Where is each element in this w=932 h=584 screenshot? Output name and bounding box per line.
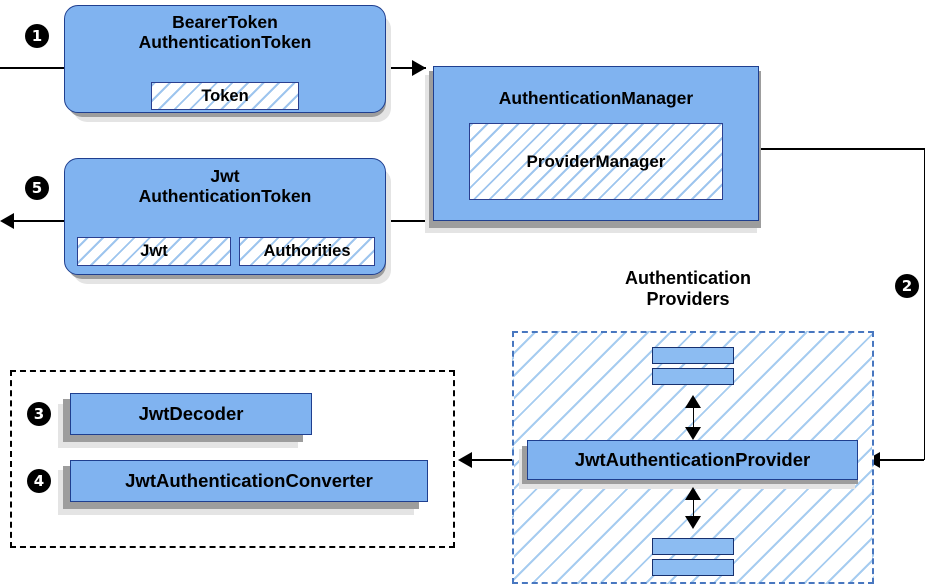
jwt-authentication-provider-label: JwtAuthenticationProvider: [574, 449, 811, 470]
node-authentication-manager[interactable]: AuthenticationManager ProviderManager: [433, 66, 759, 221]
jwt-token-inner-jwt: Jwt: [77, 237, 231, 266]
jwt-authentication-converter-label: JwtAuthenticationConverter: [125, 470, 373, 491]
connector-right-vertical: [923, 148, 926, 460]
connector-incoming-request: [0, 67, 76, 69]
bearer-token-inner-token: Token: [151, 82, 299, 110]
node-jwt-authentication-token[interactable]: Jwt AuthenticationToken Jwt Authorities: [64, 158, 386, 275]
arrow-outgoing-response: [0, 213, 14, 229]
arrow-down-bottom-link: [685, 516, 701, 529]
connector-right-to-provider: [866, 459, 924, 461]
jwt-token-inner-authorities-label: Authorities: [263, 242, 351, 260]
jwt-authentication-token-title: Jwt AuthenticationToken: [138, 166, 312, 206]
bearer-token-title: BearerToken AuthenticationToken: [138, 12, 312, 52]
bearer-token-inner-token-label: Token: [201, 86, 249, 105]
connector-outgoing-response: [14, 220, 76, 222]
badge-step-5: 5: [25, 176, 49, 200]
node-jwt-authentication-provider[interactable]: JwtAuthenticationProvider: [527, 440, 858, 480]
badge-step-3: 3: [27, 402, 51, 426]
connector-top-link: [692, 400, 695, 432]
connector-bottom-link: [692, 492, 695, 521]
connector-manager-to-right: [758, 148, 925, 150]
arrow-down-top-link: [685, 427, 701, 440]
badge-step-1: 1: [25, 24, 49, 48]
node-jwt-authentication-converter[interactable]: JwtAuthenticationConverter: [70, 460, 428, 502]
provider-slot-top-bar-2: [652, 368, 734, 385]
connector-manager-to-jwt-token: [388, 220, 433, 222]
node-jwt-decoder[interactable]: JwtDecoder: [70, 393, 312, 435]
authentication-providers-title: Authentication Providers: [625, 268, 751, 309]
authentication-manager-title: AuthenticationManager: [498, 88, 694, 108]
node-bearer-token-authentication-token[interactable]: BearerToken AuthenticationToken Token: [64, 5, 386, 113]
jwt-token-inner-authorities: Authorities: [239, 237, 375, 266]
badge-step-4: 4: [27, 469, 51, 493]
connector-token-to-manager: [388, 67, 426, 69]
authentication-manager-inner-provider-manager: ProviderManager: [469, 123, 723, 200]
connector-provider-to-group: [472, 459, 530, 461]
region-jwt-support-group: [10, 370, 455, 548]
arrow-token-to-manager: [412, 60, 426, 76]
jwt-token-inner-jwt-label: Jwt: [140, 242, 168, 260]
provider-slot-bottom-bar-1: [652, 538, 734, 555]
provider-slot-top-bar-1: [652, 347, 734, 364]
provider-manager-label: ProviderManager: [526, 151, 666, 171]
arrow-into-jwt-support-group: [458, 452, 472, 468]
provider-slot-bottom-bar-2: [652, 559, 734, 576]
badge-step-2: 2: [895, 274, 919, 298]
jwt-decoder-label: JwtDecoder: [138, 403, 244, 424]
